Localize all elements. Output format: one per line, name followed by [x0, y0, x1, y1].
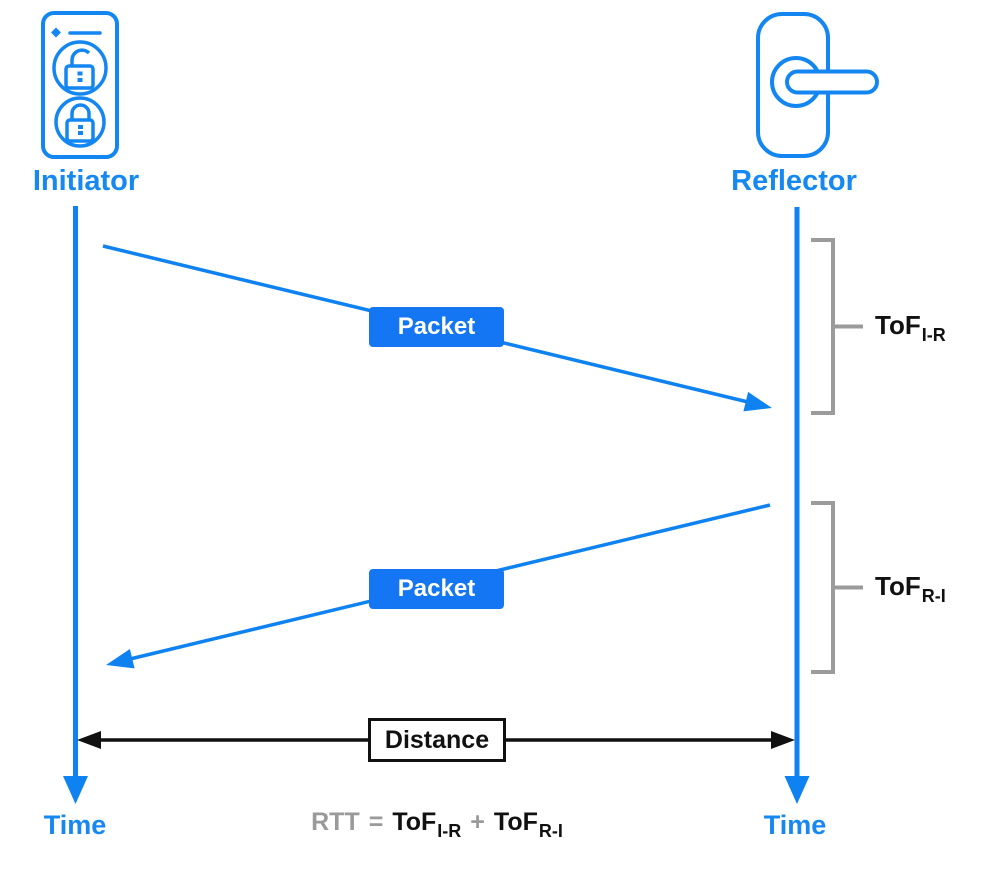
reflector-time-label: Time: [763, 810, 827, 840]
distance-label: Distance: [384, 725, 490, 754]
packet-label: Packet: [397, 575, 476, 602]
initiator-label: Initiator: [32, 165, 140, 197]
down-arrowhead-icon: [784, 776, 810, 804]
tof-i-r-label: ToFI-R: [875, 310, 946, 345]
packet-label: Packet: [397, 313, 476, 340]
packet-box-r-to-i: Packet: [369, 569, 504, 609]
door-handle-icon: [756, 12, 879, 158]
reflector-timeline: [784, 207, 810, 804]
handle-lever: [785, 69, 879, 95]
open-padlock-icon: [64, 48, 95, 90]
formula-term2: ToFR-I: [493, 808, 563, 841]
tof-i-r-bracket: [811, 238, 863, 415]
left-arrowhead-icon: [77, 731, 101, 749]
tof-r-i-bracket: [811, 501, 863, 674]
formula-term1: ToFI-R: [392, 808, 461, 841]
closed-padlock-icon: [65, 103, 95, 143]
right-arrowhead-icon: [771, 731, 795, 749]
initiator-time-label: Time: [43, 810, 107, 840]
tof-subscript: R-I: [921, 586, 946, 606]
arrowhead-icon: [106, 648, 135, 669]
tof-base: ToF: [493, 808, 538, 836]
open-lock-circle: [52, 40, 108, 96]
distance-box: Distance: [368, 718, 506, 762]
tof-base: ToF: [392, 808, 437, 836]
tof-subscript: R-I: [538, 821, 563, 841]
tof-subscript: I-R: [437, 821, 462, 841]
reflector-label: Reflector: [731, 165, 857, 197]
tof-base: ToF: [875, 310, 921, 340]
initiator-timeline: [63, 206, 88, 804]
arrowhead-icon: [743, 391, 772, 412]
down-arrowhead-icon: [63, 776, 88, 804]
formula-lhs: RTT: [311, 808, 360, 836]
packet-box-i-to-r: Packet: [369, 307, 504, 347]
smart-lock-device-icon: [41, 11, 119, 159]
device-dot: [51, 27, 61, 38]
closed-lock-circle: [54, 96, 106, 148]
device-body: [41, 11, 119, 159]
rtt-formula: RTT = ToFI-R + ToFR-I: [311, 808, 563, 841]
formula-plus: +: [470, 808, 485, 836]
tof-r-i-label: ToFR-I: [875, 571, 946, 606]
tof-base: ToF: [875, 571, 921, 601]
formula-equals: =: [368, 808, 384, 836]
tof-subscript: I-R: [921, 325, 946, 345]
